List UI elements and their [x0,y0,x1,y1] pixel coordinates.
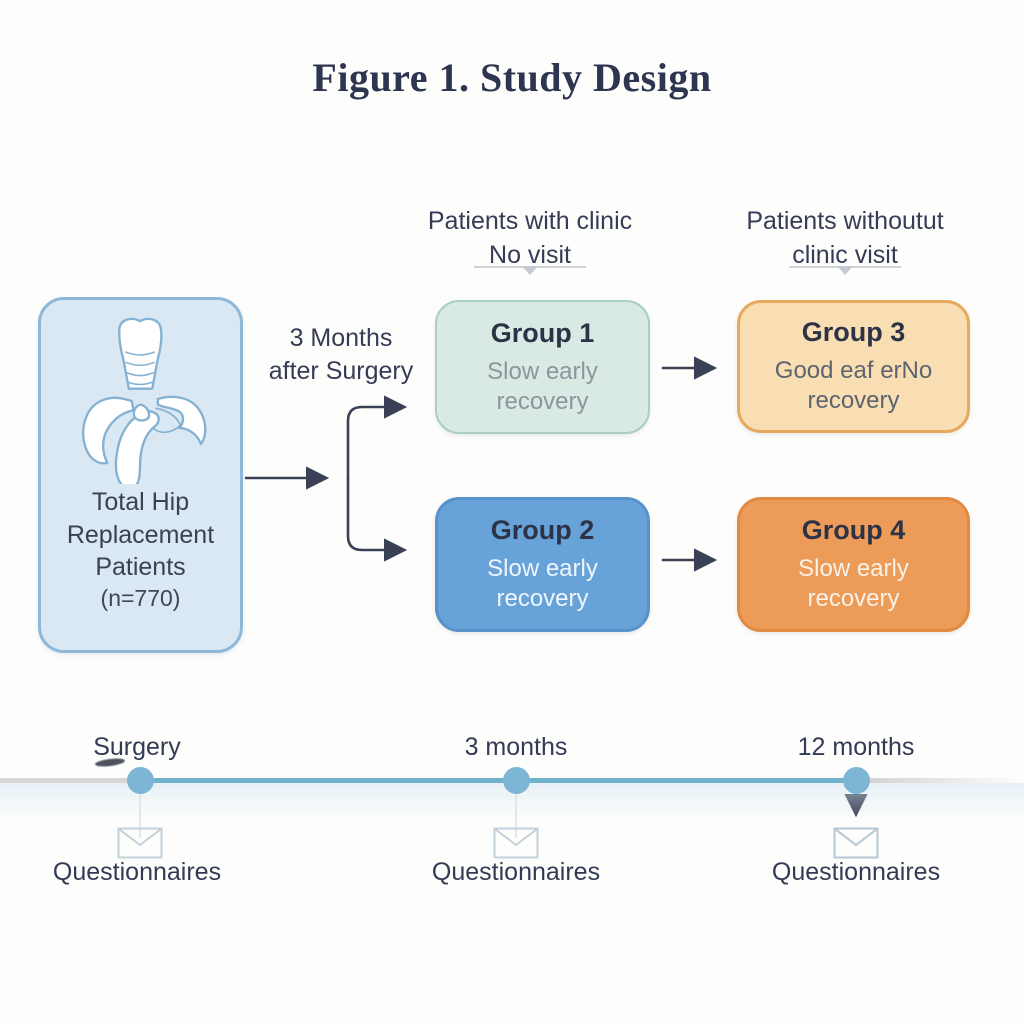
timeline-dot-12months [843,767,870,794]
column-header-line: clinic visit [792,240,898,269]
group-description: Good eaf erNo recovery [774,357,933,414]
group-4-box: Group 4 Slow early recovery [737,497,970,632]
group-description: Slow early recovery [487,357,598,415]
group-1-box: Group 1 Slow early recovery [435,300,650,434]
timeline-label-3months: 3 months [464,733,568,761]
group-name: Group 3 [801,317,906,347]
group-name: Group 2 [490,515,595,545]
timeline-connector [139,784,141,838]
group-3-box: Group 3 Good eaf erNo recovery [737,300,970,433]
column-header-line: No visit [489,240,571,269]
questionnaires-label: Questionnaires [771,858,941,886]
arrow-branch-to-group2 [346,476,408,562]
timeline-inactive-left [0,778,140,783]
timeline-connector [515,784,517,838]
column-header-line: Patients with clinic [427,207,633,235]
group-2-box: Group 2 Slow early recovery [435,497,650,632]
branch-timing-label: 3 Months after Surgery [268,324,414,385]
group-name: Group 4 [801,515,906,545]
timeline-dot-surgery [127,767,154,794]
column-header-no-clinic-visit: Patients withoutut clinic visit [685,205,1005,272]
source-population-box: Total Hip Replacement Patients (n=770) [38,297,243,653]
envelope-icon [117,827,163,859]
timeline-dot-3months [503,767,530,794]
timeline-line [140,778,856,783]
source-population-label: Total Hip Replacement Patients (n=770) [67,486,214,613]
group-description: Slow early recovery [798,555,909,612]
envelope-icon [833,827,879,859]
arrow-branch-to-group1 [346,395,408,480]
hip-bone-icon [81,317,206,484]
timeline-label-surgery: Surgery [93,733,181,761]
timeline-label-12months: 12 months [797,733,915,761]
column-header-clinic-visit: Patients with clinic No visit [370,205,690,272]
envelope-icon [493,827,539,859]
group-name: Group 1 [490,317,595,348]
questionnaires-label: Questionnaires [431,858,601,886]
sample-size: (n=770) [100,584,181,611]
header-divider-arrow-icon [474,266,586,275]
questionnaires-label: Questionnaires [52,858,222,886]
column-header-line: Patients withoutut [746,207,944,235]
timeline-inactive-right [856,778,1024,783]
header-divider-arrow-icon [789,266,901,275]
group-description: Slow early recovery [487,555,598,612]
figure-title: Figure 1. Study Design [312,55,712,100]
